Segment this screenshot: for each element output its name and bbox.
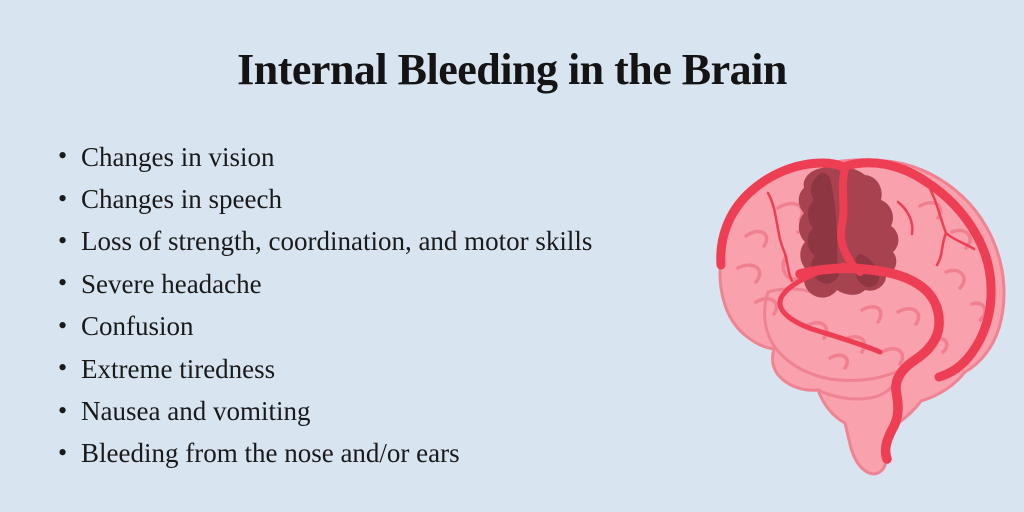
list-item: • Changes in speech (58, 178, 592, 220)
bullet-icon: • (58, 225, 68, 255)
bullet-icon: • (58, 395, 68, 425)
page-title: Internal Bleeding in the Brain (237, 45, 787, 94)
list-item: • Extreme tiredness (58, 348, 592, 390)
bullet-icon: • (58, 353, 68, 383)
list-item: • Bleeding from the nose and/or ears (58, 433, 592, 475)
artery-network (716, 158, 996, 464)
brain-body (718, 158, 1006, 476)
list-item: • Severe headache (58, 263, 592, 305)
list-item: • Nausea and vomiting (58, 390, 592, 432)
list-item: • Loss of strength, coordination, and mot… (58, 221, 592, 263)
bullet-icon: • (58, 310, 68, 340)
hemorrhage-blob (798, 166, 899, 298)
symptom-text: Changes in vision (81, 141, 275, 172)
symptom-text: Nausea and vomiting (81, 396, 311, 427)
symptom-text: Bleeding from the nose and/or ears (81, 438, 460, 469)
list-item: • Confusion (58, 306, 592, 348)
bullet-icon: • (58, 268, 68, 298)
symptom-text: Extreme tiredness (81, 353, 276, 384)
symptom-text: Severe headache (81, 268, 262, 299)
symptom-text: Loss of strength, coordination, and moto… (81, 226, 593, 257)
symptom-text: Confusion (81, 311, 194, 342)
bullet-icon: • (58, 437, 68, 467)
brain-illustration (694, 142, 1016, 482)
symptom-list: • Changes in vision • Changes in speech • Los… (58, 136, 592, 475)
bullet-icon: • (58, 141, 68, 171)
bullet-icon: • (58, 183, 68, 213)
list-item: • Changes in vision (58, 136, 592, 178)
symptom-text: Changes in speech (81, 184, 282, 215)
brain-svg (716, 158, 1006, 476)
